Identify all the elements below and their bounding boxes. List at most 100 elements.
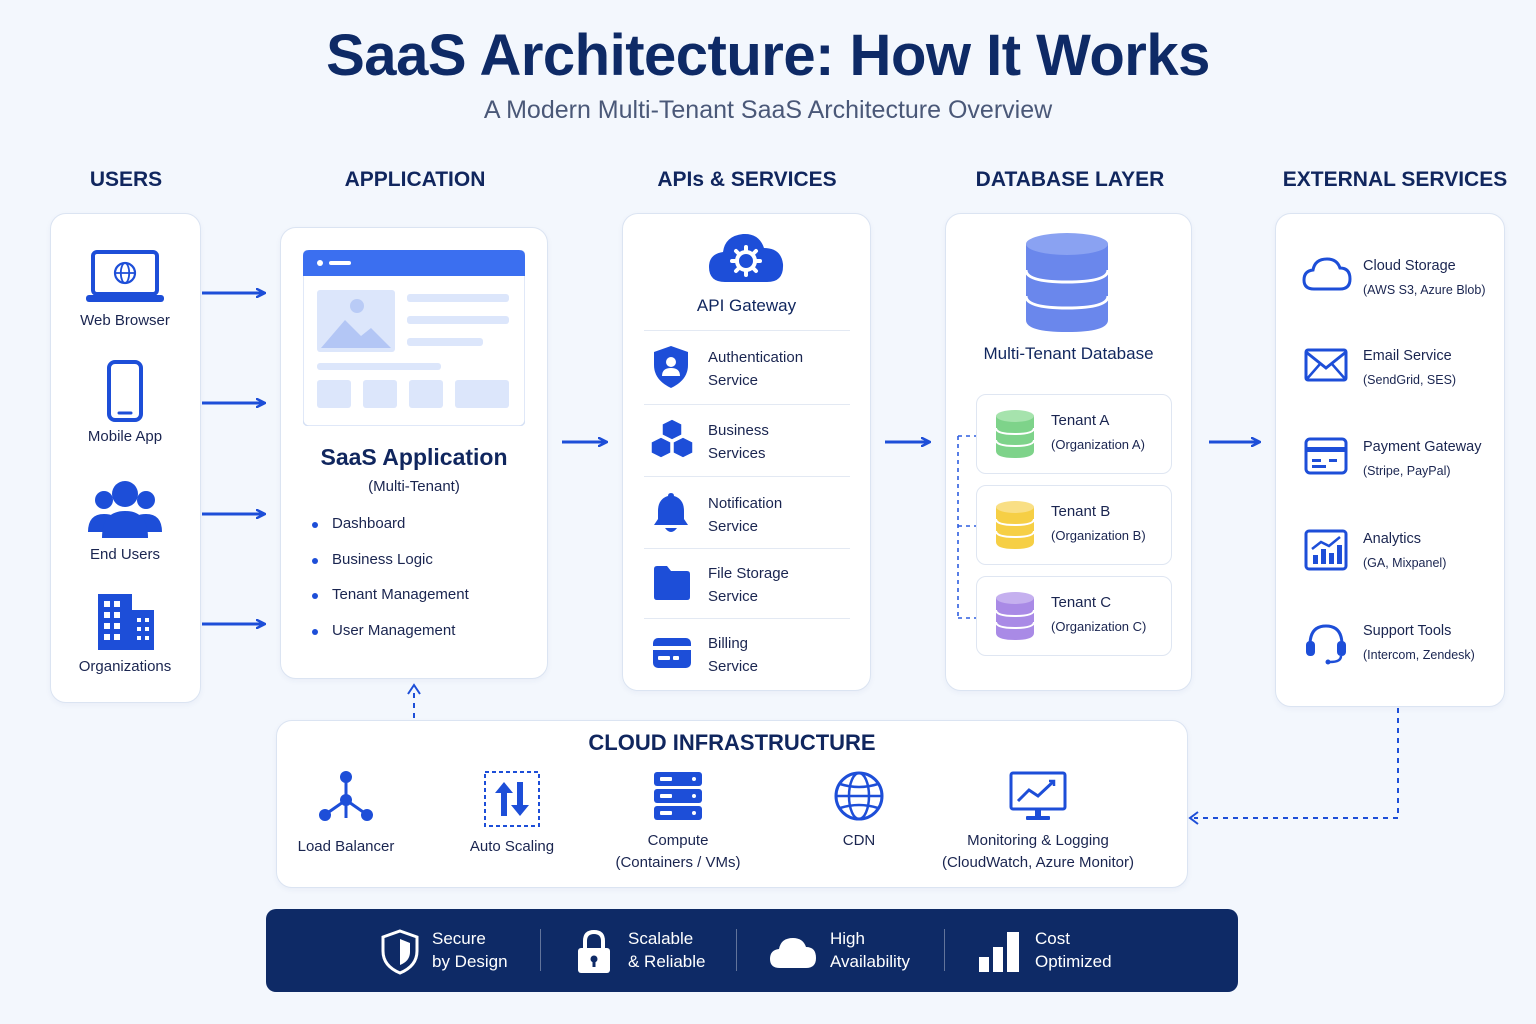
tenant-org: (Organization A) bbox=[1051, 437, 1145, 452]
external-name: Support Tools bbox=[1363, 623, 1452, 639]
service-line2: Services bbox=[708, 445, 766, 462]
envelope-icon bbox=[1304, 348, 1348, 382]
infra-load-balancer: Load Balancer bbox=[286, 770, 406, 858]
external-analytics: Analytics (GA, Mixpanel) bbox=[1300, 529, 1500, 589]
infra-label: Load Balancer bbox=[297, 838, 395, 855]
external-detail: (Stripe, PayPal) bbox=[1363, 464, 1451, 478]
divider bbox=[944, 929, 945, 971]
page-title: SaaS Architecture: How It Works bbox=[326, 23, 1210, 88]
analytics-chart-icon bbox=[1304, 529, 1348, 571]
infra-label: Auto Scaling bbox=[469, 838, 555, 855]
dashed-link-external-to-infra bbox=[1194, 708, 1399, 819]
cloud-infrastructure-panel bbox=[276, 720, 1188, 888]
infra-sublabel: (CloudWatch, Azure Monitor) bbox=[941, 854, 1134, 871]
shield-user-icon bbox=[654, 346, 688, 388]
divider bbox=[540, 929, 541, 971]
infra-label: Monitoring & Logging bbox=[967, 832, 1109, 849]
tenant-org: (Organization C) bbox=[1051, 619, 1147, 634]
app-feature-item: Business Logic bbox=[312, 551, 433, 568]
tenant-name: Tenant A bbox=[1051, 412, 1110, 429]
app-feature-item: User Management bbox=[311, 622, 456, 639]
tenant-card-b: Tenant B (Organization B) bbox=[976, 485, 1172, 565]
users-group-icon bbox=[88, 481, 162, 538]
page-subtitle: A Modern Multi-Tenant SaaS Architecture … bbox=[483, 96, 1053, 124]
benefit-line2: by Design bbox=[432, 952, 508, 971]
column-heading-users: USERS bbox=[89, 168, 163, 191]
cloud-icon bbox=[1302, 257, 1352, 291]
cloud-icon bbox=[770, 938, 816, 968]
tenant-name: Tenant C bbox=[1051, 594, 1112, 611]
service-line2: Service bbox=[708, 588, 759, 605]
benefit-line1: Secure bbox=[432, 929, 486, 948]
payment-card-icon bbox=[1304, 437, 1348, 475]
user-label: Web Browser bbox=[80, 312, 170, 329]
external-name: Email Service bbox=[1363, 348, 1452, 364]
database-yellow-icon bbox=[995, 501, 1035, 549]
divider bbox=[644, 404, 850, 405]
infrastructure-title: CLOUD INFRASTRUCTURE bbox=[588, 730, 876, 755]
tenant-connector-lines bbox=[957, 435, 976, 619]
benefit-scalable: Scalable & Reliable bbox=[576, 925, 726, 977]
app-feature-item: Tenant Management bbox=[312, 586, 469, 603]
service-line1: Notification bbox=[708, 495, 783, 512]
divider bbox=[644, 476, 850, 477]
benefit-line1: Scalable bbox=[628, 929, 694, 948]
external-name: Payment Gateway bbox=[1363, 439, 1482, 455]
credit-card-icon bbox=[653, 638, 691, 668]
service-line1: Billing bbox=[708, 635, 749, 652]
external-name: Cloud Storage bbox=[1363, 258, 1456, 274]
tenant-name: Tenant B bbox=[1051, 503, 1111, 520]
external-payment: Payment Gateway (Stripe, PayPal) bbox=[1300, 437, 1500, 497]
service-line1: Authentication bbox=[708, 349, 804, 366]
service-line2: Service bbox=[708, 518, 759, 535]
office-building-icon bbox=[98, 594, 154, 650]
globe-icon bbox=[834, 771, 884, 821]
benefit-line1: High bbox=[830, 929, 865, 948]
service-line2: Service bbox=[708, 658, 759, 675]
bar-chart-icon bbox=[979, 932, 1019, 972]
folder-icon bbox=[654, 566, 690, 600]
database-green-icon bbox=[995, 410, 1035, 458]
infra-label: CDN bbox=[842, 832, 876, 849]
user-web-browser: Web Browser bbox=[50, 250, 200, 329]
benefit-line2: Optimized bbox=[1035, 952, 1112, 971]
user-label: Mobile App bbox=[87, 428, 163, 445]
tenant-card-a: Tenant A (Organization A) bbox=[976, 394, 1172, 474]
user-mobile-app: Mobile App bbox=[50, 360, 200, 445]
headset-icon bbox=[1306, 624, 1346, 665]
external-cloud-storage: Cloud Storage (AWS S3, Azure Blob) bbox=[1300, 256, 1500, 316]
infra-sublabel: (Containers / VMs) bbox=[615, 854, 741, 871]
column-heading-external: EXTERNAL SERVICES bbox=[1282, 168, 1508, 191]
service-line2: Service bbox=[708, 372, 759, 389]
bell-icon bbox=[654, 493, 688, 532]
user-end-users: End Users bbox=[50, 480, 200, 563]
smartphone-icon bbox=[107, 360, 143, 422]
infra-auto-scaling: Auto Scaling bbox=[452, 770, 572, 858]
app-subtitle: (Multi-Tenant) bbox=[368, 478, 460, 495]
app-window-illustration-icon bbox=[303, 250, 525, 426]
database-title: Multi-Tenant Database bbox=[983, 344, 1154, 363]
shield-icon bbox=[381, 929, 419, 975]
user-label: End Users bbox=[89, 546, 161, 563]
database-purple-icon bbox=[995, 592, 1035, 640]
external-email: Email Service (SendGrid, SES) bbox=[1300, 346, 1500, 406]
infra-cdn: CDN bbox=[812, 770, 906, 852]
benefit-line2: & Reliable bbox=[628, 952, 706, 971]
external-detail: (SendGrid, SES) bbox=[1363, 373, 1457, 387]
external-support: Support Tools (Intercom, Zendesk) bbox=[1300, 621, 1500, 681]
external-detail: (AWS S3, Azure Blob) bbox=[1363, 283, 1486, 297]
tenant-card-c: Tenant C (Organization C) bbox=[976, 576, 1172, 656]
load-balancer-icon bbox=[319, 771, 373, 821]
infra-monitoring: Monitoring & Logging (CloudWatch, Azure … bbox=[928, 770, 1148, 874]
benefit-secure: Secure by Design bbox=[380, 925, 530, 977]
external-detail: (GA, Mixpanel) bbox=[1363, 556, 1447, 570]
lock-icon bbox=[578, 929, 610, 973]
tenant-org: (Organization B) bbox=[1051, 528, 1146, 543]
